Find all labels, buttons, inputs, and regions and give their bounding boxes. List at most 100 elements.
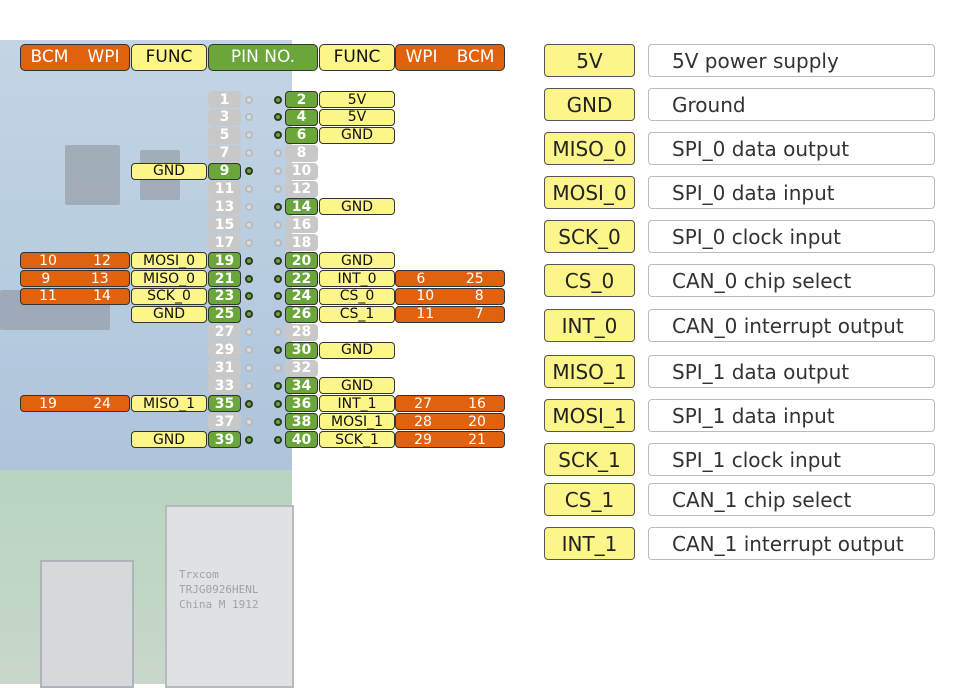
pin-9: 9 (208, 162, 241, 180)
pin-11: 11 (208, 180, 241, 198)
pin-connector (274, 220, 282, 229)
bcm-number: 25 (465, 270, 484, 287)
pin-30: 30 (285, 341, 318, 359)
bcm-number: 9 (41, 270, 51, 287)
ethernet-label-3: China M 1912 (179, 598, 259, 611)
pin-3: 3 (208, 108, 241, 126)
legend-key-cs-1: CS_1 (544, 483, 635, 516)
pin-18: 18 (285, 234, 318, 252)
pin-connector (245, 256, 253, 265)
pin-connector (274, 399, 282, 408)
func-label-right: CS_0 (319, 287, 395, 305)
pin-13: 13 (208, 198, 241, 216)
pin-2: 2 (285, 91, 318, 108)
legend-description: CAN_0 chip select (648, 264, 935, 297)
func-label-right: GND (319, 252, 395, 270)
header-wpi: WPI (87, 47, 120, 67)
pin-connector (274, 95, 282, 104)
legend-key-miso-1: MISO_1 (544, 355, 635, 388)
pin-connector (245, 167, 253, 176)
legend-key-miso-0: MISO_0 (544, 132, 635, 165)
pin-24: 24 (285, 287, 318, 305)
legend-description: 5V power supply (648, 44, 935, 77)
func-label-left: MISO_0 (131, 270, 207, 287)
pin-37: 37 (208, 413, 241, 431)
pin-connector (245, 310, 253, 319)
func-label-right: SCK_1 (319, 431, 395, 449)
pin-connector (274, 131, 282, 140)
header-wpi: WPI (405, 47, 438, 67)
func-label-right: MOSI_1 (319, 413, 395, 431)
func-label-left: GND (131, 305, 207, 323)
pin-8: 8 (285, 144, 318, 162)
pin-29: 29 (208, 341, 241, 359)
pin-27: 27 (208, 323, 241, 341)
pin-1: 1 (208, 91, 241, 108)
pin-40: 40 (285, 431, 318, 449)
pin-17: 17 (208, 234, 241, 252)
pin-26: 26 (285, 305, 318, 323)
pin-connector (274, 292, 282, 301)
func-label-right: INT_1 (319, 395, 395, 413)
ethernet-label-2: TRJG0926HENL (179, 583, 259, 596)
legend-key-cs-0: CS_0 (544, 264, 635, 297)
ethernet-port: Trxcom TRJG0926HENL China M 1912 (165, 505, 294, 688)
header-wpi-bcm-right: WPI BCM (395, 44, 505, 71)
pin-connector (245, 149, 253, 158)
pin-20: 20 (285, 252, 318, 270)
pin-connector (274, 310, 282, 319)
legend-key-mosi-0: MOSI_0 (544, 176, 635, 209)
func-label-right: GND (319, 341, 395, 359)
pin-4: 4 (285, 108, 318, 126)
pin-15: 15 (208, 216, 241, 234)
pin-connector (274, 346, 282, 355)
pin-connector (245, 95, 253, 104)
bcm-number: 19 (39, 395, 57, 412)
legend-description: CAN_0 interrupt output (648, 309, 935, 342)
func-label-right: CS_1 (319, 305, 395, 323)
wpi-number: 27 (414, 395, 432, 412)
pin-28: 28 (285, 323, 318, 341)
pin-connector (274, 417, 282, 426)
pin-32: 32 (285, 359, 318, 377)
pin-connector (274, 435, 282, 444)
legend-description: SPI_1 clock input (648, 443, 935, 476)
pin-connector (245, 381, 253, 390)
legend-key-int-1: INT_1 (544, 527, 635, 560)
pin-10: 10 (285, 162, 318, 180)
wpi-number: 28 (414, 413, 432, 430)
pin-19: 19 (208, 252, 241, 270)
pin-21: 21 (208, 270, 241, 287)
header-bcm: BCM (456, 47, 495, 67)
legend-description: SPI_0 data input (648, 176, 935, 209)
ethernet-label-1: Trxcom (179, 568, 219, 581)
pin-connector (245, 202, 253, 211)
pin-7: 7 (208, 144, 241, 162)
func-label-left: MOSI_0 (131, 252, 207, 270)
func-label-right: 5V (319, 91, 395, 108)
pin-connector (274, 238, 282, 247)
func-label-right: GND (319, 126, 395, 144)
pin-connector (274, 185, 282, 193)
legend-description: SPI_1 data output (648, 355, 935, 388)
pin-14: 14 (285, 198, 318, 216)
legend-description: CAN_1 interrupt output (648, 527, 935, 560)
pin-connector (245, 185, 253, 193)
legend-description: SPI_0 clock input (648, 220, 935, 253)
pin-16: 16 (285, 216, 318, 234)
pin-31: 31 (208, 359, 241, 377)
header-bcm-wpi-left: BCM WPI (20, 44, 130, 71)
wpi-number: 12 (93, 252, 111, 269)
pin-connector (245, 417, 253, 426)
pin-connector (274, 328, 282, 337)
pin-38: 38 (285, 413, 318, 431)
bcm-number: 8 (474, 288, 484, 305)
